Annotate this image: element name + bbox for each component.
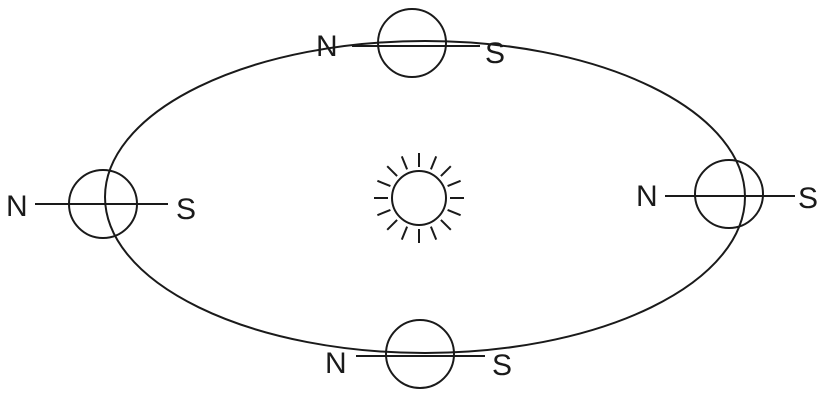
sun-ray [387, 166, 397, 176]
label-south-bottom: S [492, 349, 512, 382]
label-north-left: N [6, 190, 28, 223]
sun-ray [448, 181, 461, 186]
sun-ray [441, 166, 451, 176]
sun-ray [402, 156, 407, 169]
label-south-right: S [798, 182, 818, 215]
earth-bottom: N S [325, 320, 512, 388]
sun-ray [377, 181, 390, 186]
earth-globe-icon [386, 320, 454, 388]
sun-ray [441, 220, 451, 230]
sun-ray [448, 210, 461, 215]
label-south-top: S [485, 37, 505, 70]
sun-ray [431, 156, 436, 169]
sun-ray [377, 210, 390, 215]
label-north-top: N [316, 30, 338, 63]
label-south-left: S [176, 193, 196, 226]
earth-globe-icon [695, 160, 763, 228]
label-north-right: N [636, 180, 658, 213]
sun-ray [431, 227, 436, 240]
sun-rays [374, 153, 464, 243]
sun-disc [392, 171, 446, 225]
earth-left: N S [6, 170, 196, 238]
earth-right: N S [636, 160, 818, 228]
label-north-bottom: N [325, 347, 347, 380]
sun-ray [387, 220, 397, 230]
sun-icon [374, 153, 464, 243]
sun-ray [402, 227, 407, 240]
